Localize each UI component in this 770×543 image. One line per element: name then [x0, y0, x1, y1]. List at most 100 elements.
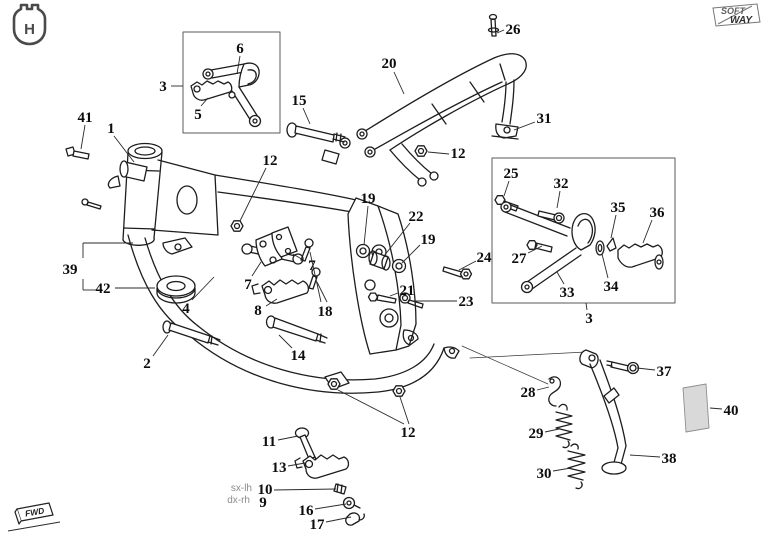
svg-text:12: 12	[401, 425, 416, 441]
footpeg-8	[251, 279, 310, 304]
footpeg-brackets-7	[255, 226, 321, 290]
inset-box-footrest-front	[182, 31, 281, 134]
callout-12: 12	[427, 146, 466, 162]
svg-text:6: 6	[236, 41, 244, 57]
svg-text:19: 19	[421, 232, 436, 248]
svg-text:35: 35	[611, 200, 626, 216]
svg-text:23: 23	[459, 294, 474, 310]
callout-8: 8	[254, 298, 278, 319]
sticker-pad-40	[682, 383, 710, 433]
bolt-14	[265, 315, 328, 344]
svg-text:11: 11	[262, 434, 276, 450]
callout-7: 7	[292, 253, 316, 274]
svg-text:7: 7	[244, 277, 252, 293]
husqvarna-shield-icon	[12, 3, 47, 46]
rear-subframe	[356, 53, 527, 187]
svg-text:40: 40	[724, 403, 739, 419]
callout-42: 42	[96, 281, 155, 297]
callout-34: 34	[601, 253, 619, 295]
callout-15: 15	[292, 93, 311, 125]
callout-18: 18	[309, 251, 333, 320]
callout-2: 2	[143, 334, 169, 372]
bolt-37	[606, 360, 640, 375]
callout-13: 13	[272, 460, 306, 476]
bolt-23	[399, 292, 424, 309]
callout-5: 5	[194, 97, 209, 123]
footpeg-13	[294, 454, 350, 479]
bolt-15	[286, 122, 346, 143]
footpeg-5	[190, 80, 236, 101]
svg-text:41: 41	[78, 110, 93, 126]
fwd-label: FWD	[24, 505, 45, 518]
svg-text:12: 12	[263, 153, 278, 169]
callout-30: 30	[537, 466, 572, 482]
svg-text:16: 16	[299, 503, 315, 519]
bolt-27	[526, 240, 553, 253]
bolt-21	[367, 292, 397, 304]
callout-31: 31	[513, 111, 552, 131]
hanger-6	[202, 62, 262, 128]
callout-33: 33	[556, 271, 575, 301]
svg-text:15: 15	[292, 93, 307, 109]
bolt-24	[442, 266, 473, 280]
svg-text:21: 21	[400, 283, 415, 299]
svg-text:3: 3	[585, 311, 593, 327]
svg-text:2: 2	[143, 356, 151, 372]
callout-20: 20	[382, 56, 405, 95]
callout-19: 19	[361, 191, 376, 246]
callout-3: 3	[585, 302, 593, 327]
svg-text:33: 33	[560, 285, 575, 301]
frame-gusset-plate	[151, 159, 219, 236]
svg-text:8: 8	[254, 303, 262, 319]
screw-41	[65, 146, 90, 160]
inset-box-footrest-rear	[491, 157, 676, 304]
pivot-hoop	[571, 213, 596, 251]
nut-12-front	[230, 220, 244, 232]
callout-12: 12	[239, 153, 278, 222]
callout-11: 11	[262, 434, 299, 450]
softway-top-text: SOFT	[721, 6, 747, 16]
callout-4: 4	[182, 276, 215, 317]
svg-text:12: 12	[451, 146, 466, 162]
callout-32: 32	[554, 176, 569, 209]
strut-33	[520, 247, 582, 294]
mount-piece-39	[162, 237, 193, 255]
frame-bottom-cradle	[189, 325, 460, 394]
callout-16: 16	[299, 503, 347, 519]
callout-39: 39	[63, 242, 133, 291]
washer-34	[595, 240, 605, 256]
callout-38: 38	[629, 451, 677, 467]
svg-text:1: 1	[107, 121, 115, 137]
callout-3: 3	[159, 79, 183, 95]
husqvarna-logo: H	[12, 3, 47, 46]
svg-text:4: 4	[182, 301, 190, 317]
legend-right-hand: dx-rh	[227, 495, 250, 506]
callout-1: 1	[107, 121, 135, 163]
husqvarna-letter: H	[24, 21, 35, 38]
svg-text:39: 39	[63, 262, 78, 278]
rubber-disc-42	[156, 275, 196, 304]
callout-37: 37	[636, 364, 673, 380]
softway-box	[712, 3, 761, 27]
svg-text:22: 22	[409, 209, 424, 225]
clip-17	[345, 512, 365, 526]
bushings-19-22	[355, 243, 407, 274]
nuts-12-bottom	[324, 371, 406, 397]
svg-text:42: 42	[96, 281, 111, 297]
svg-text:37: 37	[657, 364, 673, 380]
callout-35: 35	[611, 200, 626, 239]
spring-29	[555, 403, 573, 449]
callout-23: 23	[413, 294, 474, 310]
coil-16	[342, 496, 361, 510]
svg-text:13: 13	[272, 460, 287, 476]
callout-41: 41	[78, 110, 93, 150]
bolt-11	[294, 427, 319, 467]
swingarm-pivot-plate	[347, 197, 419, 355]
softway-slash	[717, 5, 753, 25]
legend-left-hand: sx-lh	[231, 483, 252, 494]
svg-text:25: 25	[504, 166, 519, 182]
callout-40: 40	[709, 403, 739, 419]
